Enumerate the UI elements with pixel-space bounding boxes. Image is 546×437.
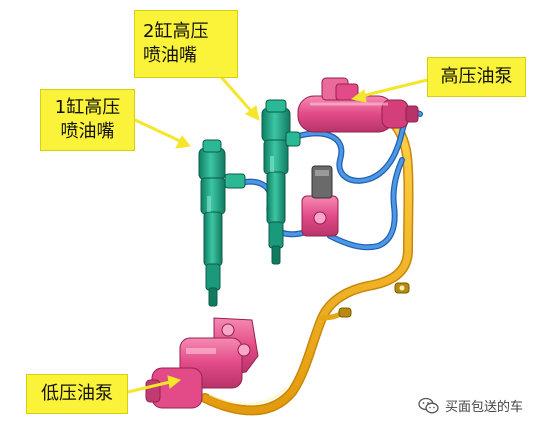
low-pressure-fuel-line <box>200 111 414 416</box>
callout-low-pressure-pump-label: 低压油泵 <box>41 383 113 404</box>
watermark-text: 买面包送的车 <box>445 400 524 415</box>
callout-injector-cylinder-1-line2: 喷油嘴 <box>60 121 115 142</box>
wechat-icon <box>418 397 439 413</box>
line-bracket <box>338 282 410 318</box>
callout-injector-cylinder-2-line2: 喷油嘴 <box>143 45 197 66</box>
watermark: 买面包送的车 <box>418 396 523 415</box>
callout-injector-cylinder-1-line1: 1缸高压 <box>54 97 121 118</box>
injector-cylinder-2 <box>261 99 301 265</box>
injector-cylinder-1 <box>198 139 246 307</box>
pressure-valve <box>301 165 339 237</box>
callout-injector-cylinder-1: 1缸高压 喷油嘴 <box>40 89 135 151</box>
callout-high-pressure-pump-label: 高压油泵 <box>440 66 513 87</box>
callout-low-pressure-pump: 低压油泵 <box>26 374 128 414</box>
callout-injector-cylinder-2-line1: 2缸高压 <box>143 21 209 42</box>
callout-injector-cylinder-2: 2缸高压 喷油嘴 <box>134 10 238 78</box>
callout-high-pressure-pump: 高压油泵 <box>427 57 526 97</box>
callout-arrows <box>126 76 429 394</box>
high-pressure-pump <box>297 77 419 133</box>
low-pressure-pump <box>145 317 259 409</box>
